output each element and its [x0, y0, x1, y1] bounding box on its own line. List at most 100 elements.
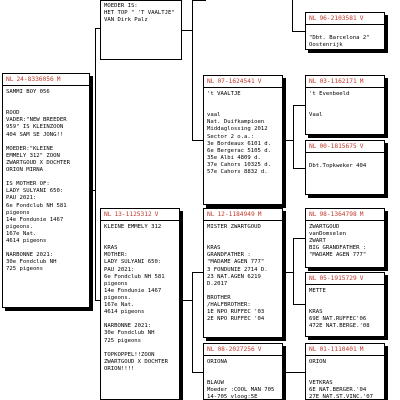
pedigree-text-line: ORIONA: [207, 359, 228, 365]
pedigree-text-line: 't Evenbeeld: [309, 91, 350, 97]
pedigree-text-line: KRAS: [309, 309, 323, 316]
pedigree-text-line: ZWARTGOUD X DOCHTER: [6, 159, 70, 166]
connector-line: [192, 0, 206, 1]
pedigree-text-line: VAN Dirk Palz: [104, 17, 148, 24]
connector-line: [95, 28, 96, 300]
pedigree-text-line: 1E NPO RUFFEC '03: [207, 309, 265, 316]
connector-line: [283, 272, 293, 273]
ring-code: 24-8336056: [16, 76, 54, 83]
ring-code: 08-2027256: [217, 346, 255, 353]
pedigree-text-line: pigeons: [104, 280, 128, 287]
pedigree-text-line: LADY SULYANI 650:: [6, 188, 64, 195]
pedigree-text-line: pigeons.: [6, 223, 33, 230]
pedigree-text-line: [6, 174, 87, 181]
connector-line: [95, 28, 100, 29]
ring-code: 03-1162171: [319, 78, 357, 85]
pedigree-text-line: vanDomselen: [309, 231, 347, 238]
pedigree-text-line: 30e Fondclub NH: [6, 259, 57, 266]
ring-code: 98-1364798: [319, 211, 357, 218]
pedigree-text-line: NARBONNE 2021:: [6, 252, 54, 259]
pedigree-text-line: [207, 231, 280, 238]
pedigree-text-line: BROTHER: [207, 294, 231, 301]
pedigree-text-line: 4614 pigeons: [6, 237, 47, 244]
pedigree-text-line: 27E NAT.ST.VINC.'07: [309, 394, 373, 400]
connector-line: [192, 272, 203, 273]
pedigree-text-line: ORION: [309, 359, 326, 365]
pedigree-text-line: [309, 105, 382, 112]
connector-line: [293, 304, 305, 305]
pedigree-text-line: VETKRAS: [309, 380, 333, 387]
ring-country: NL: [104, 211, 112, 218]
pedigree-text-line: 472E NAT.BERGE.'08: [309, 323, 370, 330]
connector-line: [182, 30, 192, 31]
pedigree-text-line: [309, 295, 382, 302]
pedigree-text-line: [207, 366, 280, 373]
pedigree-text-line: 23 NAT.AGEN 6219: [207, 273, 261, 280]
ring-sex: V: [257, 346, 262, 353]
connector-line: [95, 300, 100, 301]
pedigree-text-line: 57e Cahors 8832 d.: [207, 169, 268, 176]
pedigree-text-line: pigeons: [6, 209, 30, 216]
connector-line: [292, 0, 293, 31]
pedigree-text-line: ZWARTGOUD: [309, 224, 340, 230]
pedigree-text-line: [309, 302, 382, 309]
ring-country: NL: [309, 346, 317, 353]
pedigree-text-line: 725 pigeons: [104, 337, 142, 344]
pedigree-text-line: [6, 139, 87, 146]
ring-country: NL: [309, 143, 317, 150]
ring-sex: V: [154, 211, 159, 218]
pedigree-text-line: Oostenrijk: [309, 42, 343, 49]
pedigree-text-line: Sector 2 o.a.:: [207, 133, 255, 140]
ring-sex: V: [359, 15, 364, 22]
pedigree-text-line: 4614 pigeons: [104, 309, 145, 316]
connector-line: [192, 272, 193, 372]
ring-country: NL: [6, 76, 14, 83]
pedigree-text-line: [104, 231, 177, 238]
pedigree-text-line: [6, 103, 87, 110]
pedigree-text-line: 725 pigeons: [6, 266, 44, 273]
pedigree-text-line: [6, 96, 87, 103]
pedigree-text-line: Dbt.Topkweker 404: [309, 163, 367, 170]
ring-code: 07-1624541: [217, 78, 255, 85]
pedigree-text-line: 6E NAT.BERGER.'04: [309, 387, 367, 394]
pedigree-text-line: 959" IS KLEINZOON: [6, 124, 64, 131]
pedigree-text-line: 30e Fondclub NH: [104, 330, 155, 337]
ring-sex: V: [359, 275, 364, 282]
connector-line: [293, 238, 294, 304]
connector-line: [192, 140, 203, 141]
pedigree-text-line: 167e Nat.: [6, 230, 37, 237]
connector-line: [192, 372, 203, 373]
pedigree-text-line: [309, 366, 382, 373]
pedigree-text-line: Nat. Duifkampioen: [207, 119, 265, 126]
pedigree-text-line: ROOD: [6, 110, 20, 117]
pedigree-text-line: "Dbt. Barcelona 2": [309, 35, 370, 42]
pedigree-text-line: EMMELY 312" ZOON: [6, 152, 60, 159]
connector-line: [192, 0, 193, 140]
pedigree-text-line: ORION!!!!: [104, 365, 135, 372]
connector-line: [293, 105, 294, 168]
pedigree-text-line: Zwart: [309, 49, 382, 50]
ring-code: 13-1125312: [114, 211, 152, 218]
pedigree-text-line: [207, 238, 280, 245]
pedigree-text-line: LADY SULYANI 650:: [104, 259, 162, 266]
pedigree-text-line: 69E NAT.RUFFEC'06: [309, 316, 367, 323]
pedigree-text-line: "MADAME AGEN 777": [207, 259, 265, 266]
pedigree-text-line: D.2017: [207, 280, 228, 287]
pedigree-text-line: 3e Bordeaux 6101 d.: [207, 140, 271, 147]
ring-country: NL: [309, 15, 317, 22]
pedigree-text-line: /HALFBROTHER:: [207, 302, 251, 309]
pedigree-text-line: [6, 245, 87, 252]
